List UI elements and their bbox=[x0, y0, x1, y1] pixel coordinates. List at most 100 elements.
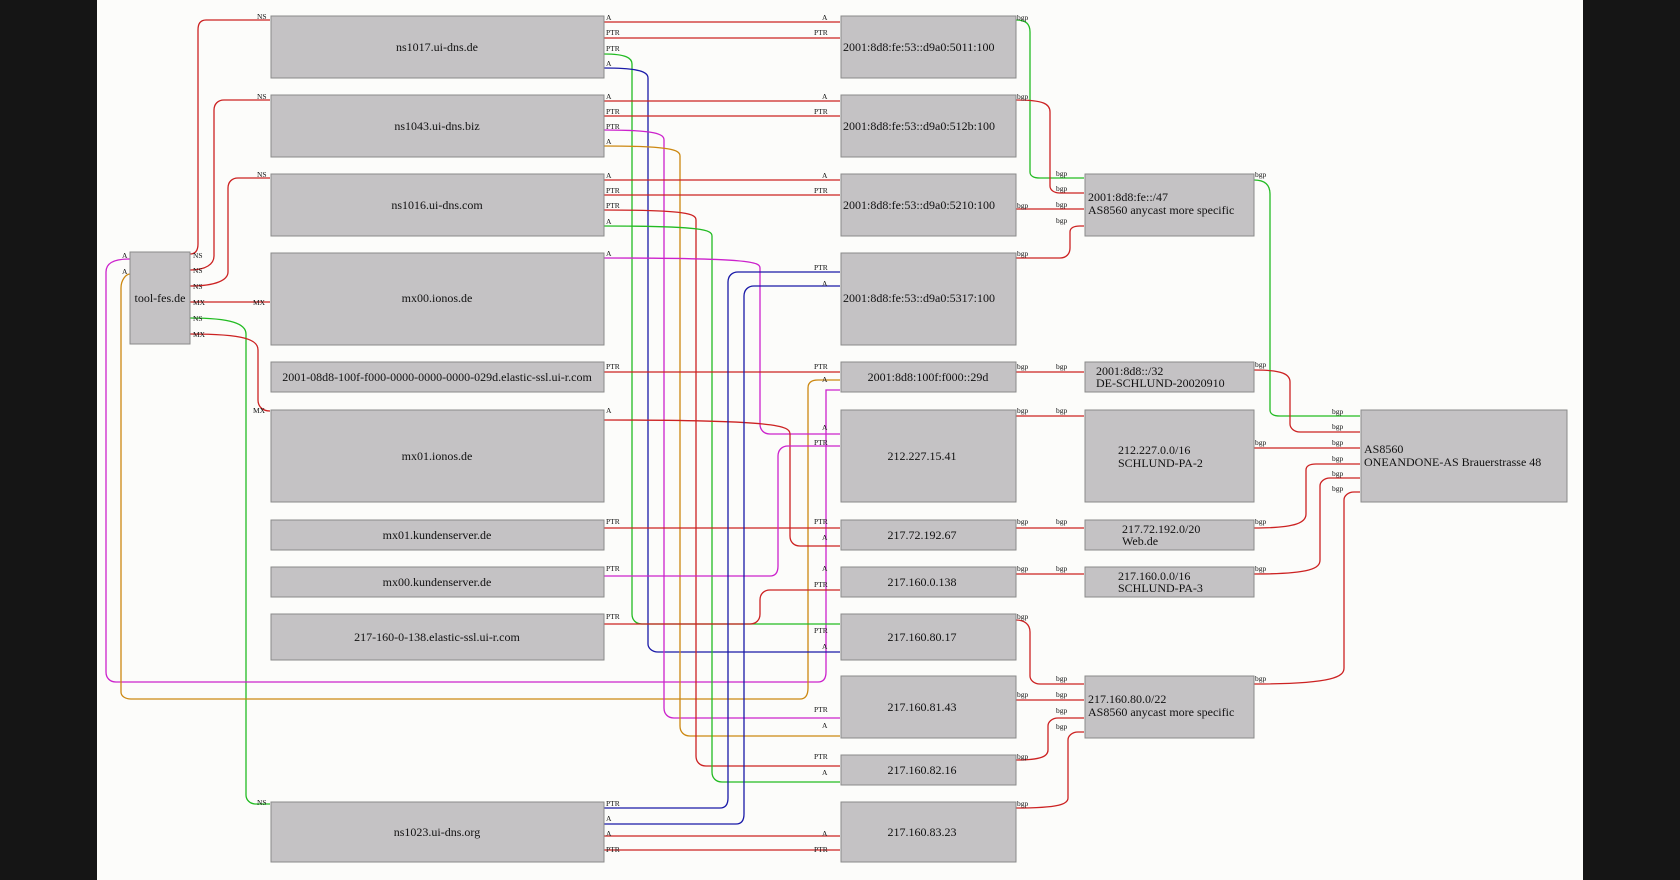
port-label-ptr: PTR bbox=[814, 263, 828, 272]
node-label: ns1043.ui-dns.biz bbox=[394, 119, 479, 133]
node-ip-512b[interactable]: 2001:8d8:fe:53::d9a0:512b:100 bbox=[840, 94, 1017, 158]
edge-ns1017-a-8017 bbox=[603, 67, 840, 653]
port-label-bgp: bgp bbox=[1332, 469, 1344, 478]
node-as8560[interactable]: AS8560 ONEANDONE-AS Brauerstrasse 48 bbox=[1360, 409, 1568, 503]
port-labels: NS NS NS MX NS MX A A NS NS NS MX MX NS … bbox=[122, 12, 1344, 854]
edge-ns1043-ptr-8143 bbox=[603, 129, 840, 719]
node-label: ns1017.ui-dns.de bbox=[396, 40, 478, 54]
port-label-ptr: PTR bbox=[606, 122, 620, 131]
edges bbox=[105, 19, 1360, 851]
node-ip-5210[interactable]: 2001:8d8:fe:53::d9a0:5210:100 bbox=[840, 173, 1017, 237]
node-label: 212.227.15.41 bbox=[888, 449, 957, 463]
node-prefix-217-160-80[interactable]: 217.160.80.0/22 AS8560 anycast more spec… bbox=[1084, 675, 1255, 739]
node-ip-8216[interactable]: 217.160.82.16 bbox=[840, 754, 1017, 786]
port-label-ptr: PTR bbox=[606, 107, 620, 116]
node-prefix-2001-8d8-fe-47[interactable]: 2001:8d8:fe::/47 AS8560 anycast more spe… bbox=[1084, 173, 1255, 237]
port-label-ns: NS bbox=[257, 12, 267, 21]
node-ip-217138[interactable]: 217.160.0.138 bbox=[840, 566, 1017, 598]
node-label: 217.160.0.0/16 bbox=[1118, 569, 1190, 583]
port-label-ns: NS bbox=[193, 314, 203, 323]
port-label-a: A bbox=[822, 279, 828, 288]
port-label-bgp: bgp bbox=[1332, 422, 1344, 431]
port-label-mx: MX bbox=[253, 406, 266, 415]
node-label: 2001:8d8:fe:53::d9a0:5210:100 bbox=[843, 198, 995, 212]
node-label: mx00.kundenserver.de bbox=[383, 575, 492, 589]
edge-a-tool-v6 bbox=[105, 258, 840, 683]
port-label-bgp: bgp bbox=[1017, 690, 1029, 699]
node-label: 217.160.81.43 bbox=[888, 700, 957, 714]
port-label-ptr: PTR bbox=[606, 517, 620, 526]
node-ip-21772[interactable]: 217.72.192.67 bbox=[840, 519, 1017, 551]
node-label: 217.72.192.67 bbox=[888, 528, 957, 542]
edge-ns1023-a-5317 bbox=[604, 285, 840, 825]
port-label-bgp: bgp bbox=[1017, 362, 1029, 371]
port-label-ns: NS bbox=[257, 92, 267, 101]
port-label-ptr: PTR bbox=[814, 580, 828, 589]
node-ns1017[interactable]: ns1017.ui-dns.de bbox=[270, 15, 605, 79]
node-label: 217.160.82.16 bbox=[888, 763, 957, 777]
node-label: 217.160.80.17 bbox=[888, 630, 957, 644]
node-ip-5317[interactable]: 2001:8d8:fe:53::d9a0:5317:100 bbox=[840, 252, 1017, 346]
node-clastic-v4[interactable]: 217-160-0-138.elastic-ssl.ui-r.com bbox=[270, 613, 605, 661]
node-label: 217.72.192.0/20 bbox=[1122, 522, 1200, 536]
node-mx00-kundenserver[interactable]: mx00.kundenserver.de bbox=[270, 566, 605, 598]
port-label-bgp: bgp bbox=[1017, 201, 1029, 210]
node-ip-8323[interactable]: 217.160.83.23 bbox=[840, 801, 1017, 863]
node-ns1016[interactable]: ns1016.ui-dns.com bbox=[270, 173, 605, 237]
node-prefix-212-227[interactable]: 212.227.0.0/16 SCHLUND-PA-2 bbox=[1084, 409, 1255, 503]
port-label-bgp: bgp bbox=[1255, 360, 1267, 369]
port-label-a: A bbox=[606, 249, 612, 258]
port-label-ptr: PTR bbox=[814, 752, 828, 761]
node-tool-fes[interactable]: tool-fes.de bbox=[129, 251, 191, 345]
node-label: SCHLUND-PA-3 bbox=[1118, 581, 1203, 595]
node-label: AS8560 anycast more specific bbox=[1088, 203, 1234, 217]
port-label-a: A bbox=[606, 92, 612, 101]
edge-bgp-512b-pfx47 bbox=[1015, 99, 1084, 194]
node-ns1043[interactable]: ns1043.ui-dns.biz bbox=[270, 94, 605, 158]
node-ip-5011[interactable]: 2001:8d8:fe:53::d9a0:5011:100 bbox=[840, 15, 1017, 79]
edge-bgp-pfx21772-as bbox=[1253, 463, 1360, 529]
edge-bgp-8216-pfx22 bbox=[1015, 717, 1084, 761]
node-label: ns1016.ui-dns.com bbox=[391, 198, 483, 212]
node-label: Web.de bbox=[1122, 534, 1158, 548]
edge-mx-mx01ionos bbox=[189, 333, 271, 412]
port-label-bgp: bgp bbox=[1056, 169, 1068, 178]
edge-ns1017-ptr-8017 bbox=[603, 53, 840, 625]
node-prefix-217-72[interactable]: 217.72.192.0/20 Web.de bbox=[1084, 519, 1255, 551]
node-label: 2001:8d8:fe:53::d9a0:5317:100 bbox=[843, 291, 995, 305]
node-prefix-2001-8d8-32[interactable]: 2001:8d8::/32 DE-SCHLUND-20020910 bbox=[1084, 361, 1255, 393]
port-label-a: A bbox=[122, 251, 128, 260]
node-ip-29d[interactable]: 2001:8d8:100f:f000::29d bbox=[840, 361, 1017, 393]
port-label-bgp: bgp bbox=[1255, 438, 1267, 447]
edge-bgp-pfx47-as bbox=[1253, 179, 1360, 417]
port-label-bgp: bgp bbox=[1056, 690, 1068, 699]
node-label: ONEANDONE-AS Brauerstrasse 48 bbox=[1364, 455, 1541, 469]
nodes: tool-fes.de ns1017.ui-dns.de ns1043.ui-d… bbox=[129, 15, 1568, 863]
node-mx00-ionos[interactable]: mx00.ionos.de bbox=[270, 252, 605, 346]
port-label-a: A bbox=[606, 137, 612, 146]
edge-a-tool-v4 bbox=[120, 273, 840, 700]
node-clastic-v6[interactable]: 2001-08d8-100f-f000-0000-0000-0000-029d.… bbox=[270, 361, 605, 393]
port-label-bgp: bgp bbox=[1017, 517, 1029, 526]
node-ip-8143[interactable]: 217.160.81.43 bbox=[840, 675, 1017, 739]
port-label-mx: MX bbox=[193, 298, 206, 307]
port-label-a: A bbox=[822, 829, 828, 838]
port-label-bgp: bgp bbox=[1017, 249, 1029, 258]
edge-ns1016-ptr-8216 bbox=[603, 209, 840, 767]
node-prefix-217-160[interactable]: 217.160.0.0/16 SCHLUND-PA-3 bbox=[1084, 566, 1255, 598]
port-label-ns: NS bbox=[193, 266, 203, 275]
node-ns1023[interactable]: ns1023.ui-dns.org bbox=[270, 801, 605, 863]
node-ip-8017[interactable]: 217.160.80.17 bbox=[840, 613, 1017, 661]
port-label-ns: NS bbox=[193, 282, 203, 291]
port-label-a: A bbox=[606, 13, 612, 22]
port-label-a: A bbox=[822, 171, 828, 180]
node-ip-212[interactable]: 212.227.15.41 bbox=[840, 409, 1017, 503]
node-label: DE-SCHLUND-20020910 bbox=[1096, 376, 1225, 390]
node-mx01-kundenserver[interactable]: mx01.kundenserver.de bbox=[270, 519, 605, 551]
edge-mx01ionos-a-21772 bbox=[603, 419, 840, 547]
node-label: AS8560 anycast more specific bbox=[1088, 705, 1234, 719]
node-mx01-ionos[interactable]: mx01.ionos.de bbox=[270, 409, 605, 503]
node-label: 2001:8d8:100f:f000::29d bbox=[868, 370, 989, 384]
port-label-bgp: bgp bbox=[1056, 200, 1068, 209]
